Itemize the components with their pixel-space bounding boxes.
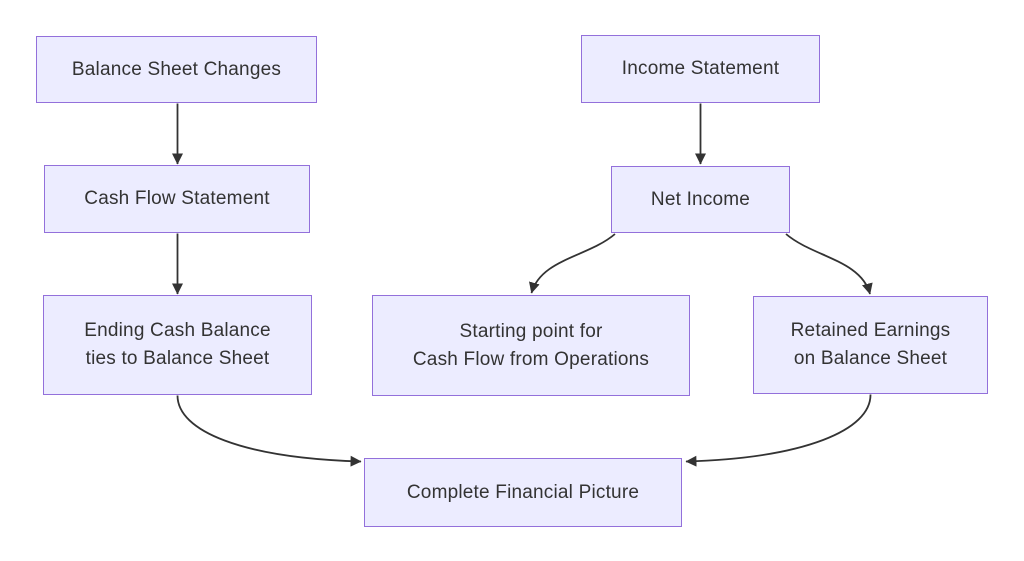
edge-net-income-to-starting-point-cfo [529, 233, 616, 294]
node-label: Complete Financial Picture [406, 481, 640, 503]
edge-retained-earnings-to-complete-financial-picture [685, 394, 872, 467]
node-label: Ending Cash Balance [84, 320, 271, 341]
node-label: Balance Sheet Changes [71, 58, 282, 80]
node-label: Income Statement [621, 58, 780, 79]
node-cash-flow-statement: Cash Flow Statement [44, 165, 310, 233]
node-ending-cash-balance: Ending Cash Balance ties to Balance Shee… [43, 295, 312, 395]
node-label: ties to Balance Sheet [85, 348, 270, 369]
edge-ending-cash-balance-to-complete-financial-picture [176, 395, 362, 467]
node-net-income: Net Income [611, 166, 790, 233]
node-balance-sheet-changes: Balance Sheet Changes [36, 36, 317, 103]
node-retained-earnings: Retained Earnings on Balance Sheet [753, 296, 988, 394]
node-label: Starting point for [459, 320, 603, 342]
node-complete-financial-picture: Complete Financial Picture [364, 458, 682, 527]
edge-net-income-to-retained-earnings [785, 233, 873, 295]
node-starting-point-cfo: Starting point for Cash Flow from Operat… [372, 295, 690, 396]
node-label: Cash Flow from Operations [412, 348, 650, 370]
node-label: Retained Earnings [790, 320, 951, 341]
node-label: Cash Flow Statement [84, 188, 270, 209]
node-income-statement: Income Statement [581, 35, 820, 103]
node-label: Net Income [650, 188, 751, 210]
node-label: on Balance Sheet [793, 348, 948, 369]
